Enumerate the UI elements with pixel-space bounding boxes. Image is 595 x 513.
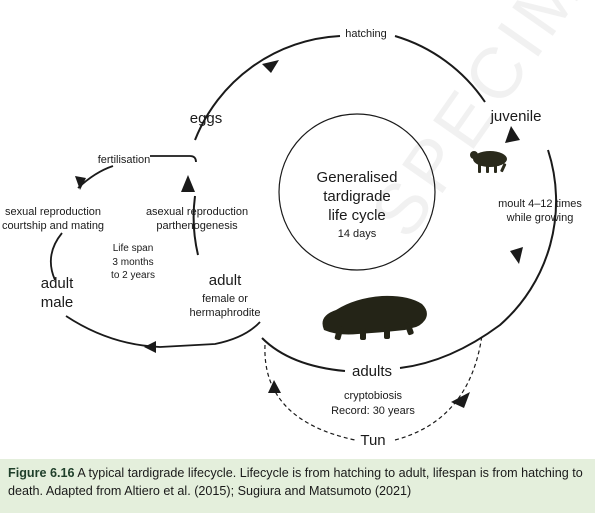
arc-adult-to-male bbox=[65, 315, 261, 348]
label-moult-2: while growing bbox=[506, 212, 574, 224]
label-lifespan-1: Life span bbox=[112, 243, 154, 254]
arrow-to-fertilisation bbox=[75, 176, 86, 190]
label-tun: Tun bbox=[360, 432, 386, 449]
center-title-2: tardigrade bbox=[323, 188, 391, 205]
arc-adult-to-eggs bbox=[192, 195, 199, 256]
center-days: 14 days bbox=[337, 228, 377, 240]
label-lifespan-3: to 2 years bbox=[111, 270, 155, 281]
label-juvenile: juvenile bbox=[490, 108, 542, 125]
arc-eggs-to-hatching bbox=[194, 35, 341, 141]
arc-to-fertilisation bbox=[77, 165, 114, 189]
figure-label: Figure 6.16 bbox=[8, 466, 75, 480]
label-male-2: male bbox=[40, 294, 74, 311]
arrow-up-to-eggs bbox=[181, 175, 195, 192]
arrow-down-to-adults bbox=[510, 247, 523, 264]
label-sexual-1: sexual reproduction bbox=[4, 206, 102, 218]
center-title-1: Generalised bbox=[316, 169, 398, 186]
dashed-adults-to-tun bbox=[394, 334, 483, 441]
adult-tardigrade-icon bbox=[322, 295, 427, 341]
label-adults: adults bbox=[351, 363, 393, 380]
label-male-1: adult bbox=[40, 275, 74, 292]
arrow-up-from-tun bbox=[268, 380, 281, 393]
label-adult-sub-2: hermaphrodite bbox=[189, 307, 261, 319]
figure-caption: Figure 6.16 A typical tardigrade lifecyc… bbox=[0, 459, 595, 513]
arrow-juvenile-down bbox=[505, 126, 520, 143]
arrow-eggs-to-hatching bbox=[262, 60, 279, 73]
label-moult-1: moult 4–12 times bbox=[498, 198, 582, 210]
label-asexual-2: parthenogenesis bbox=[156, 220, 238, 232]
label-record: Record: 30 years bbox=[331, 405, 415, 417]
caption-text: A typical tardigrade lifecycle. Lifecycl… bbox=[8, 466, 583, 498]
arrow-down-to-tun bbox=[451, 392, 470, 408]
line-fertilisation bbox=[150, 155, 197, 163]
arrow-to-male bbox=[144, 341, 156, 353]
label-hatching: hatching bbox=[345, 28, 387, 40]
center-title-3: life cycle bbox=[328, 207, 386, 224]
arc-adults-to-adult bbox=[261, 337, 346, 372]
arc-male-to-sexual bbox=[49, 232, 63, 281]
label-fertilisation: fertilisation bbox=[97, 154, 151, 166]
label-sexual-2: courtship and mating bbox=[1, 220, 105, 232]
label-adult: adult bbox=[208, 272, 242, 289]
label-asexual-1: asexual reproduction bbox=[145, 206, 249, 218]
label-lifespan-2: 3 months bbox=[112, 257, 154, 268]
label-adult-sub-1: female or bbox=[202, 293, 248, 305]
diagram-canvas bbox=[49, 35, 558, 441]
arc-hatching-to-juvenile bbox=[394, 35, 486, 103]
dashed-tun-to-adult bbox=[264, 344, 356, 441]
label-eggs: eggs bbox=[189, 110, 223, 127]
center-circle bbox=[278, 113, 436, 271]
juvenile-tardigrade-icon bbox=[470, 151, 507, 173]
arc-juvenile-to-adults bbox=[399, 149, 558, 369]
label-cryptobiosis: cryptobiosis bbox=[343, 390, 403, 402]
